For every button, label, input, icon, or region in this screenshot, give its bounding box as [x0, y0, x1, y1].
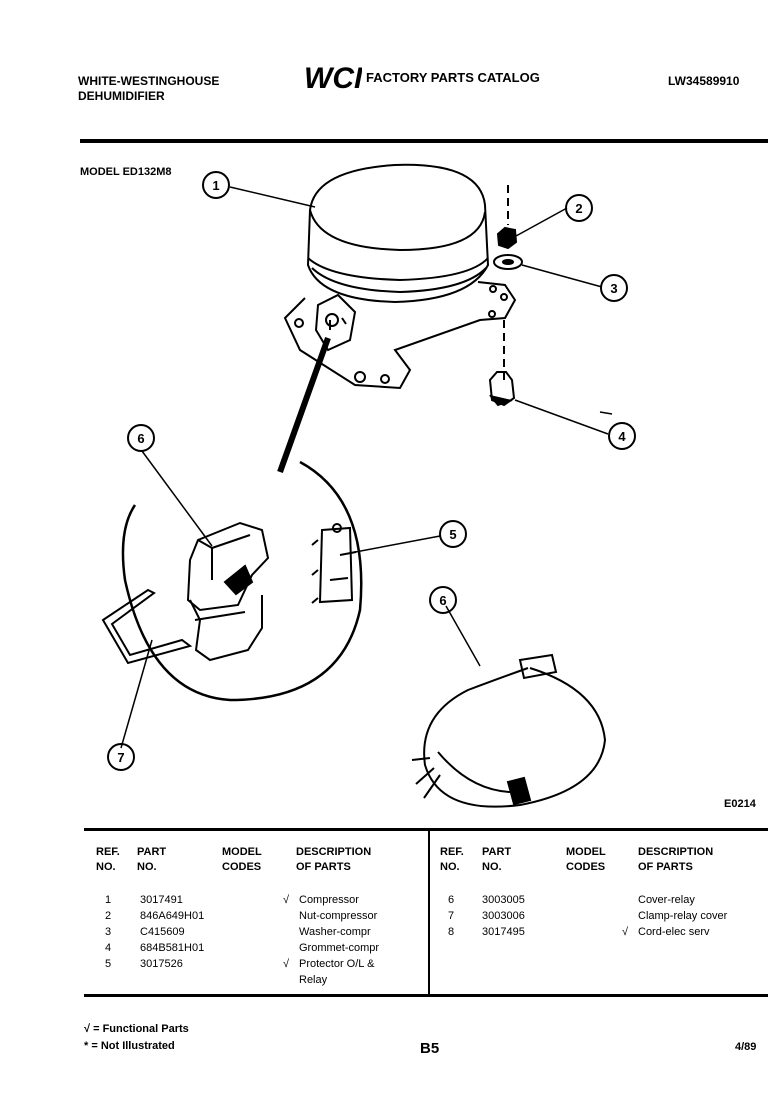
- diagram-code: E0214: [724, 798, 756, 810]
- table-column-divider: [428, 831, 430, 994]
- mounting-hardware-illustration: [488, 185, 523, 407]
- table-bottom-rule: [84, 994, 768, 997]
- compressor-illustration: [283, 163, 517, 390]
- header-divider: [80, 139, 768, 143]
- legend-not-illustrated: * = Not Illustrated: [84, 1040, 175, 1052]
- overload-relay-illustration: [311, 523, 357, 604]
- exploded-parts-diagram: 1 2 3 4 5 6 6 7: [101, 163, 636, 808]
- svg-text:3: 3: [610, 281, 617, 296]
- svg-text:6: 6: [439, 593, 446, 608]
- relay-clamp-illustration: [101, 588, 193, 665]
- brand-name: WHITE-WESTINGHOUSE: [78, 74, 220, 88]
- callout-markers: 1 2 3 4 5 6 6 7: [107, 171, 636, 771]
- svg-text:1: 1: [212, 178, 219, 193]
- relay-cover-illustration: [186, 521, 270, 662]
- svg-text:7: 7: [117, 750, 124, 765]
- wci-logo: WCI: [304, 62, 362, 94]
- svg-text:5: 5: [449, 527, 456, 542]
- catalog-title: FACTORY PARTS CATALOG: [366, 70, 540, 85]
- cord-illustration: [411, 653, 607, 808]
- svg-text:WCI: WCI: [304, 62, 362, 94]
- svg-text:2: 2: [575, 201, 582, 216]
- brand-block: WHITE-WESTINGHOUSE DEHUMIDIFIER: [78, 74, 219, 104]
- page-number: B5: [420, 1040, 440, 1057]
- table-top-rule: [84, 828, 768, 831]
- header-ref-right: REF.NO.: [440, 846, 464, 873]
- product-type: DEHUMIDIFIER: [78, 89, 165, 103]
- header-ref: REF.NO.: [96, 846, 120, 873]
- model-label: MODEL ED132M8: [80, 166, 172, 178]
- revision-date: 4/89: [735, 1041, 757, 1053]
- catalog-number: LW34589910: [668, 74, 740, 88]
- legend-functional-parts: √ = Functional Parts: [84, 1023, 189, 1035]
- svg-text:4: 4: [618, 429, 626, 444]
- svg-text:6: 6: [137, 431, 144, 446]
